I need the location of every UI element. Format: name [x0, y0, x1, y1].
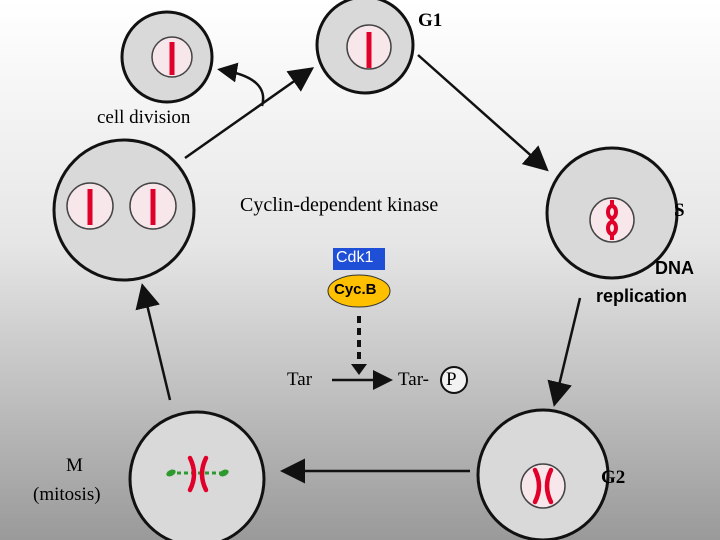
m-phase-cell — [128, 410, 266, 540]
arrow-to-g1 — [184, 67, 315, 160]
g2-label: G2 — [601, 467, 626, 488]
cycb-label: Cyc.B — [334, 281, 377, 298]
arrow-m-to-division — [135, 283, 172, 401]
phosphate-circle — [440, 366, 468, 394]
tar-label: Tar — [287, 369, 313, 390]
daughter-cell — [120, 10, 214, 104]
cdk1-box — [333, 248, 385, 270]
dna-label: DNA — [655, 258, 694, 278]
m-label: M — [66, 455, 83, 476]
kinase-arrowhead — [351, 364, 367, 375]
cycle-arrows — [135, 54, 582, 484]
tar-p-label: Tar- — [398, 369, 429, 390]
cycb-oval — [327, 274, 391, 308]
cdk1-label: Cdk1 — [336, 249, 374, 266]
g2-cell — [476, 408, 610, 540]
dividing-cell — [52, 138, 196, 282]
arrow-s-to-g2 — [547, 297, 582, 407]
centrosome-right — [219, 469, 229, 477]
arrow-cell-division — [217, 62, 265, 107]
replication-label: replication — [596, 286, 688, 306]
s-phase-cell — [545, 146, 679, 280]
phosphate-label: P — [446, 369, 457, 390]
mitosis-label: (mitosis) — [33, 484, 101, 505]
s-label: S — [674, 200, 685, 221]
replicating-chromosome — [606, 200, 618, 240]
cyclin-dependent-kinase-label: Cyclin-dependent kinase — [240, 194, 439, 216]
g1-cell — [315, 0, 415, 95]
duplicated-chromosome-g2 — [532, 467, 554, 505]
condensed-chromosome-m — [187, 455, 209, 493]
g1-label: G1 — [418, 10, 443, 31]
centrosome-left — [166, 469, 176, 477]
arrow-g1-to-s — [417, 54, 549, 172]
cell-division-label: cell division — [97, 107, 191, 128]
